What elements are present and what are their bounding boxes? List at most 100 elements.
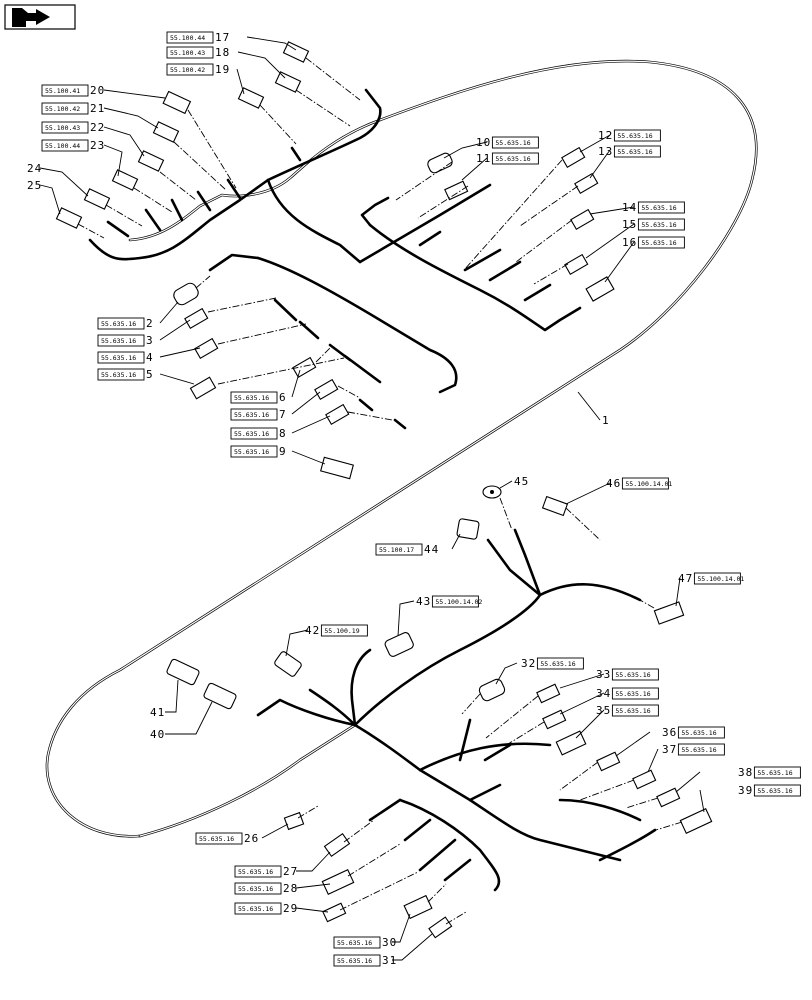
connector-17[interactable] xyxy=(282,41,310,63)
connector-16[interactable] xyxy=(585,276,615,302)
connector-37[interactable] xyxy=(632,769,657,790)
connector-14[interactable] xyxy=(570,208,595,230)
callout-2[interactable]: 255.635.16 xyxy=(97,317,154,330)
connector-8[interactable] xyxy=(325,403,350,425)
connector-21[interactable] xyxy=(152,121,180,143)
connector-41[interactable] xyxy=(166,658,200,686)
connector-34[interactable] xyxy=(542,709,567,730)
connector-3[interactable] xyxy=(184,307,209,329)
connector-40[interactable] xyxy=(203,682,237,710)
connector-12[interactable] xyxy=(561,146,586,168)
callout-6[interactable]: 655.635.16 xyxy=(230,391,287,404)
connector-15[interactable] xyxy=(564,253,589,275)
connector-33[interactable] xyxy=(536,683,561,704)
connector-18[interactable] xyxy=(274,71,302,93)
callout-8[interactable]: 855.635.16 xyxy=(230,427,287,440)
callout-number: 17 xyxy=(215,31,230,44)
callout-5[interactable]: 555.635.16 xyxy=(97,368,154,381)
connector-7[interactable] xyxy=(314,378,339,400)
reference-code: 55.635.16 xyxy=(681,746,716,754)
connector-13[interactable] xyxy=(574,172,599,194)
reference-code: 55.100.19 xyxy=(324,627,359,635)
callout-number: 32 xyxy=(521,657,536,670)
harness-wires xyxy=(45,59,758,892)
connector-4[interactable] xyxy=(194,337,219,359)
callout-1[interactable]: 1 xyxy=(602,414,610,427)
connector-24[interactable] xyxy=(83,188,111,210)
callout-3[interactable]: 355.635.16 xyxy=(97,334,154,347)
connector-32[interactable] xyxy=(478,678,507,703)
callout-25[interactable]: 25 xyxy=(27,179,42,192)
connector-39[interactable] xyxy=(679,808,713,834)
callout-number: 33 xyxy=(596,668,611,681)
connector-26[interactable] xyxy=(283,811,305,831)
callout-7[interactable]: 755.635.16 xyxy=(230,408,287,421)
next-page-arrow-icon[interactable] xyxy=(4,4,76,30)
connector-31[interactable] xyxy=(428,916,453,939)
connector-11[interactable] xyxy=(444,180,469,201)
connector-35[interactable] xyxy=(555,730,587,756)
callout-4[interactable]: 455.635.16 xyxy=(97,351,154,364)
connector-46[interactable] xyxy=(541,495,569,517)
connector-22[interactable] xyxy=(137,150,165,172)
connector-36[interactable] xyxy=(596,751,621,772)
connector-5[interactable] xyxy=(189,376,217,400)
connector-23[interactable] xyxy=(111,169,139,191)
callout-24[interactable]: 24 xyxy=(27,162,42,175)
connector-25[interactable] xyxy=(55,207,83,229)
connector-38[interactable] xyxy=(656,787,681,808)
connector-44[interactable] xyxy=(456,518,480,540)
connector-27[interactable] xyxy=(323,833,351,857)
connector-45[interactable] xyxy=(482,485,502,499)
connector-20[interactable] xyxy=(162,90,192,115)
connector-30[interactable] xyxy=(403,894,433,920)
connector-10[interactable] xyxy=(426,152,454,175)
connector-2[interactable] xyxy=(172,281,201,307)
connector-28[interactable] xyxy=(321,869,355,895)
connector-19[interactable] xyxy=(237,87,265,109)
connector-42[interactable] xyxy=(274,651,303,678)
connector-43[interactable] xyxy=(384,631,415,657)
callout-40[interactable]: 40 xyxy=(150,728,165,741)
connector-6[interactable] xyxy=(292,356,317,378)
callout-9[interactable]: 955.635.16 xyxy=(230,445,287,458)
connector-9[interactable] xyxy=(320,456,354,480)
connector-29[interactable] xyxy=(322,902,347,923)
connector-47[interactable] xyxy=(653,601,685,625)
callout-45[interactable]: 45 xyxy=(514,475,529,488)
callout-41[interactable]: 41 xyxy=(150,706,165,719)
